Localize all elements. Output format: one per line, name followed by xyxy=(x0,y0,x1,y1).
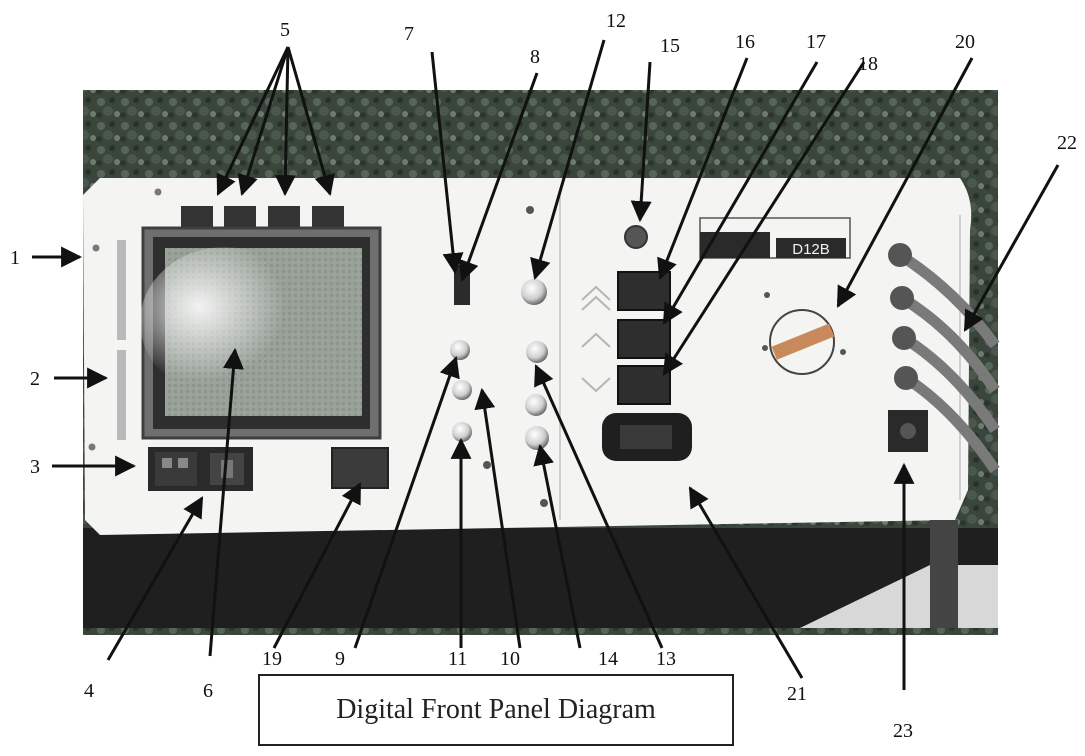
power-switch[interactable] xyxy=(332,448,388,488)
indicator-lamp-15 xyxy=(625,226,647,248)
callout-number-18: 18 xyxy=(858,53,878,75)
inlet-pin xyxy=(162,458,172,468)
model-label: D12B xyxy=(792,241,830,258)
cable-connector[interactable] xyxy=(892,326,916,350)
control-knob-12[interactable] xyxy=(521,279,547,305)
callout-number-5: 5 xyxy=(280,19,290,41)
callout-number-20: 20 xyxy=(955,31,975,53)
callout-number-11: 11 xyxy=(448,648,467,670)
panel-button-16[interactable] xyxy=(618,272,670,310)
callout-number-4: 4 xyxy=(84,680,94,702)
cable-connector[interactable] xyxy=(888,243,912,267)
callout-number-17: 17 xyxy=(806,31,826,53)
mounting-screw xyxy=(155,189,162,196)
callout-number-3: 3 xyxy=(30,456,40,478)
callout-number-15: 15 xyxy=(660,35,680,57)
callout-number-1: 1 xyxy=(10,247,20,269)
caption-box: Digital Front Panel Diagram xyxy=(258,674,734,746)
mounting-screw xyxy=(93,245,100,252)
indicator-led-14 xyxy=(525,426,549,450)
edge-connector-upper xyxy=(117,240,126,340)
callout-number-13: 13 xyxy=(656,648,676,670)
mounting-screw xyxy=(89,444,96,451)
callout-number-14: 14 xyxy=(598,648,618,670)
callout-number-6: 6 xyxy=(203,680,213,702)
soft-key-4[interactable] xyxy=(312,206,344,230)
panel-button-17[interactable] xyxy=(618,320,670,358)
screen-glare xyxy=(140,247,310,397)
readout-window xyxy=(620,425,672,449)
soft-key-1[interactable] xyxy=(181,206,213,230)
callout-number-21: 21 xyxy=(787,683,807,705)
indicator-led-13b xyxy=(525,394,547,416)
stand-leg xyxy=(930,520,958,628)
panel-button-18[interactable] xyxy=(618,366,670,404)
selector-tick xyxy=(762,345,768,351)
soft-key-3[interactable] xyxy=(268,206,300,230)
edge-connector-lower xyxy=(117,350,126,440)
callout-number-16: 16 xyxy=(735,31,755,53)
panel-screw xyxy=(526,206,534,214)
callout-number-23: 23 xyxy=(893,720,913,742)
indicator-led-9 xyxy=(450,340,470,360)
inlet-pin xyxy=(178,458,188,468)
callout-number-7: 7 xyxy=(404,23,414,45)
selector-tick xyxy=(840,349,846,355)
power-inlet xyxy=(155,452,197,486)
callout-number-12: 12 xyxy=(606,10,626,32)
cable-connector[interactable] xyxy=(890,286,914,310)
indicator-led-13 xyxy=(526,341,548,363)
panel-screw xyxy=(483,461,491,469)
callout-number-9: 9 xyxy=(335,648,345,670)
callout-number-19: 19 xyxy=(262,648,282,670)
indicator-led-11 xyxy=(452,422,472,442)
selector-tick xyxy=(764,292,770,298)
callout-number-10: 10 xyxy=(500,648,520,670)
cable-connector[interactable] xyxy=(894,366,918,390)
callout-number-2: 2 xyxy=(30,368,40,390)
callout-number-8: 8 xyxy=(530,46,540,68)
diagram-caption: Digital Front Panel Diagram xyxy=(336,694,656,726)
front-panel: D12B xyxy=(83,178,971,535)
soft-key-2[interactable] xyxy=(224,206,256,230)
callout-number-22: 22 xyxy=(1057,132,1077,154)
panel-screw xyxy=(540,499,548,507)
terminal-post xyxy=(900,423,916,439)
indicator-led-10 xyxy=(452,380,472,400)
